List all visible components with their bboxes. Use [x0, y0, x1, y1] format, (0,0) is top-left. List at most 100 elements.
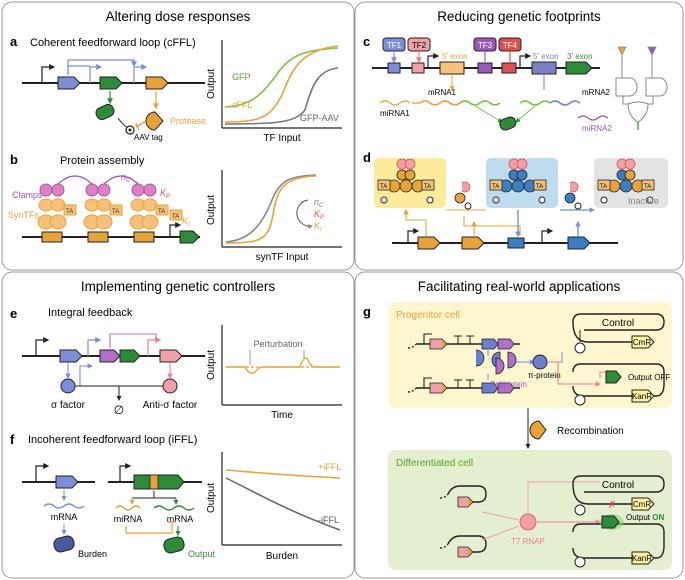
output-protein	[163, 536, 185, 554]
mrna-left-label: mRNA	[51, 512, 78, 522]
curve-plus-iffl	[225, 469, 341, 479]
output-off-label: Output OFF	[628, 373, 670, 382]
cmr-label-1: CmR	[633, 338, 651, 347]
legend-kp: KP	[314, 209, 324, 221]
panel-g: g Progenitor cell Differentiated cell	[363, 302, 672, 570]
mirna-wave	[115, 505, 141, 511]
mrna2-wave-green	[519, 100, 551, 106]
panel-letter-c: c	[363, 34, 370, 49]
ta-label: TA	[172, 214, 179, 220]
minus-iffl-label: -iFFL	[318, 515, 339, 525]
frame-bottom-right	[354, 271, 684, 579]
promoter-icon	[35, 463, 50, 482]
x-axis-label: TF Input	[263, 133, 300, 144]
free-ta-block	[169, 209, 183, 221]
sigma-factor-icon	[60, 378, 76, 394]
plus-iffl-label: +iFFL	[318, 462, 341, 472]
promoter-icon	[133, 64, 148, 83]
syntf-stack	[129, 183, 169, 230]
gene-orange-2	[461, 236, 485, 250]
feedback-arrow	[403, 208, 427, 237]
binding-site	[41, 231, 63, 243]
site-blue	[507, 237, 525, 249]
exon5-label-b: 5' exon	[533, 52, 559, 61]
kanr-label-1: KanR	[632, 392, 652, 401]
activation-arrow	[548, 361, 602, 387]
mirna1-wave	[379, 100, 411, 106]
panel-letter-d: d	[363, 150, 371, 165]
inhibition-bar	[135, 122, 140, 131]
clamp-arc	[57, 175, 93, 185]
panel-e-title: Integral feedback	[48, 307, 133, 319]
legend-ki: KI	[314, 221, 322, 233]
output-label: Output	[188, 549, 216, 559]
kp-label: KP	[160, 188, 170, 200]
gene-orange	[417, 236, 441, 250]
burden-gene	[55, 475, 79, 489]
ki-label: KI	[182, 216, 190, 228]
exon-5prime-purple	[531, 61, 557, 75]
mirna1-label: miRNA1	[380, 109, 410, 118]
section-title-controllers: Implementing genetic controllers	[81, 279, 276, 294]
y-axis-label: Output	[206, 483, 217, 513]
free-subunit	[454, 192, 466, 204]
ta-label: TA	[536, 184, 543, 190]
gene-blue	[567, 236, 591, 250]
tf-gene	[57, 76, 81, 90]
tf-complex-orange	[377, 158, 435, 204]
constitutive-promoter	[574, 556, 586, 568]
activation-arrow	[79, 363, 94, 386]
split-intein-n	[475, 349, 485, 367]
tf2-label: TF2	[412, 41, 427, 50]
plasmid-control-body	[572, 483, 632, 505]
kanr-gene	[631, 389, 655, 403]
construct-diff-lower	[439, 535, 487, 558]
burden-protein	[53, 535, 75, 553]
promoter-icon	[35, 337, 50, 356]
cmr-gene	[631, 335, 655, 349]
panel-c: c TF1 TF2 TF3 TF4 5' exon 5' exon 3' exo…	[363, 34, 668, 133]
promoter-icon	[519, 53, 532, 68]
ta-label: TA	[600, 184, 607, 190]
aav-tag-label: AAV tag	[134, 133, 163, 142]
kanr-label-2: KanR	[632, 554, 652, 563]
protease-gene	[145, 76, 169, 90]
promoter-icon	[599, 371, 606, 378]
panel-letter-f: f	[10, 432, 15, 447]
repression-line	[125, 522, 173, 534]
plasmid-control-body	[572, 321, 632, 343]
panel-letter-g: g	[363, 304, 371, 319]
curve-label-cffl: cFFL	[232, 100, 253, 110]
antisigma-label: Anti-σ factor	[143, 400, 198, 411]
progenitor-label: Progenitor cell	[396, 310, 460, 321]
tf1-label: TF1	[387, 41, 402, 50]
burden-label: Burden	[78, 549, 107, 559]
binding-site	[133, 231, 155, 243]
promoter-icon	[169, 222, 182, 237]
curve-low-cooperativity	[225, 174, 317, 243]
mrna2-wave	[549, 100, 581, 106]
logic-gate-icon	[615, 46, 668, 130]
aav-tag-dot	[128, 128, 132, 132]
promoter-icon	[119, 463, 132, 482]
panel-letter-e: e	[10, 306, 17, 321]
protease-label: Protease	[170, 116, 206, 126]
ta-label: TA	[66, 209, 73, 215]
tf-complex-inactive	[597, 158, 655, 204]
gfp-protein	[95, 103, 115, 121]
output-gene	[119, 349, 141, 363]
sigma-gene	[59, 349, 83, 363]
gene-purple	[99, 349, 121, 363]
cross-icon: ✗	[608, 500, 616, 511]
protease-icon	[145, 111, 164, 131]
output-gene	[133, 474, 185, 490]
free-subunit	[564, 192, 576, 204]
plasmid-control	[572, 475, 665, 493]
binding-site-tf2	[411, 62, 425, 74]
constitutive-promoter	[574, 504, 586, 516]
syntf-stack	[37, 183, 77, 230]
y-axis-label: Output	[206, 195, 217, 225]
free-subunit-tag	[464, 202, 472, 210]
ta-label: TA	[380, 184, 387, 190]
perturbation-label: Perturbation	[253, 339, 302, 349]
